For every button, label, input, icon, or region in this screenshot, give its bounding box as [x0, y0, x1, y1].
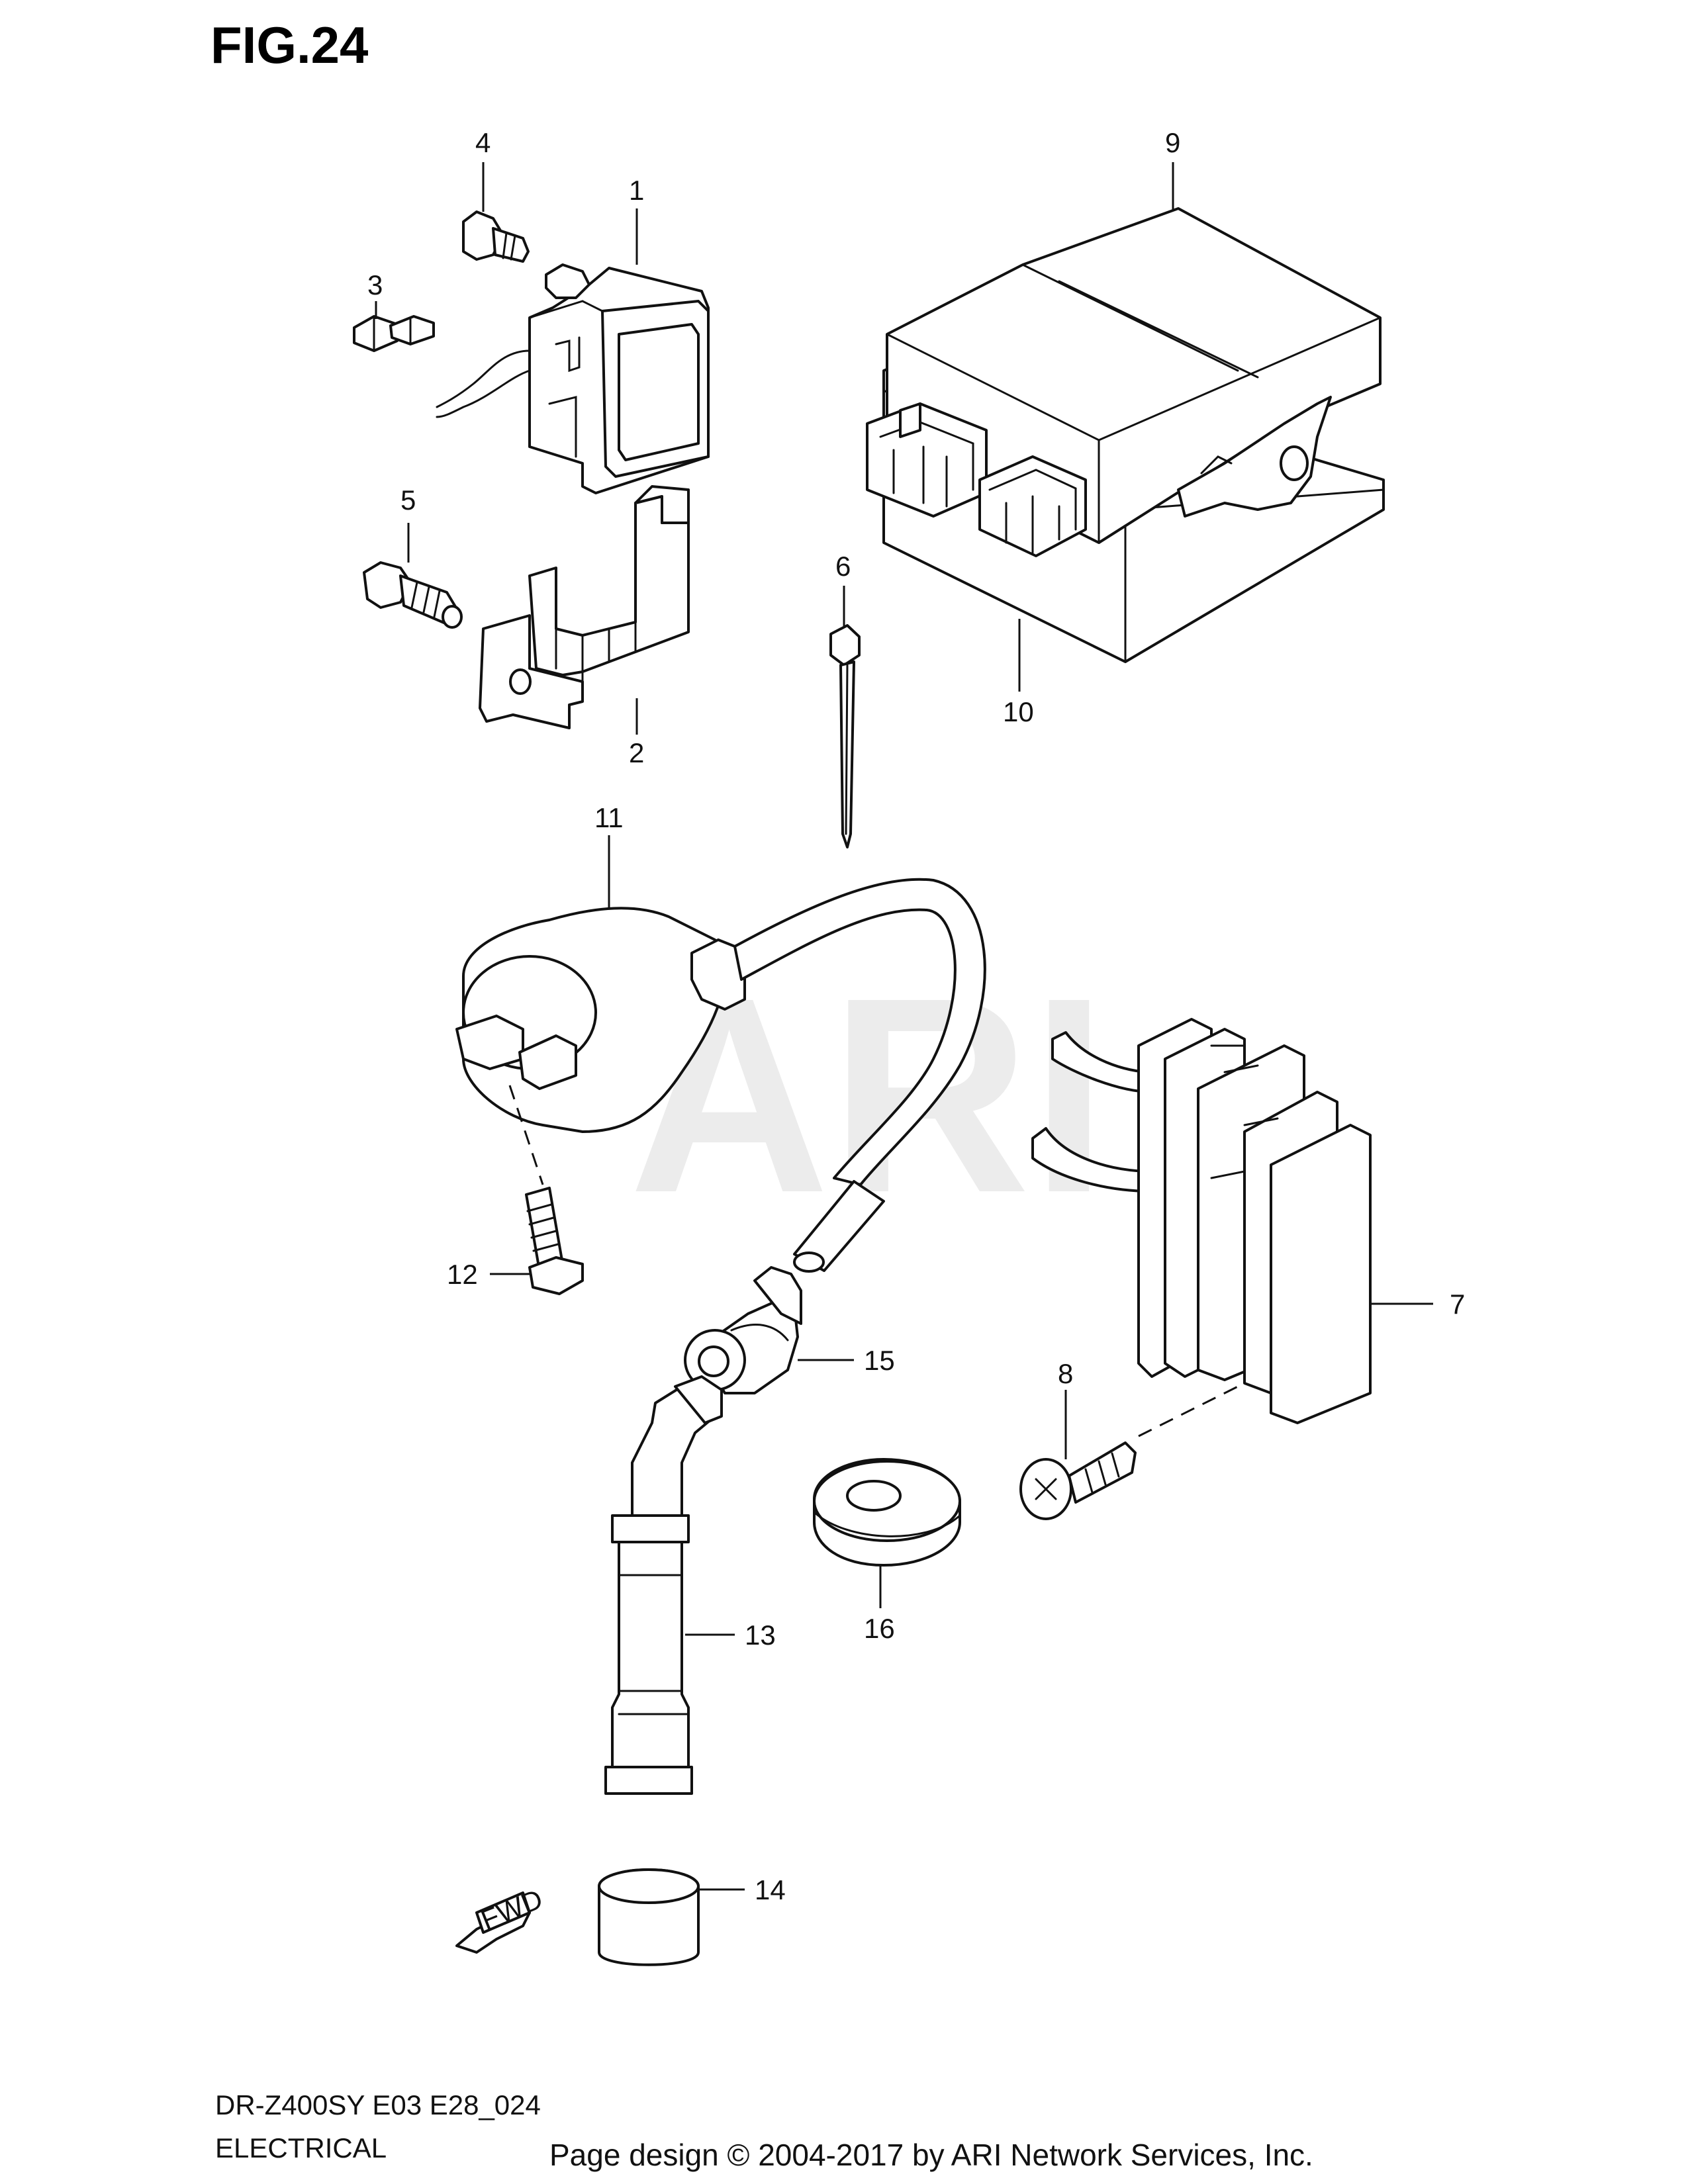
callout-2: 2 — [629, 737, 644, 768]
part-5-bolt — [363, 561, 463, 629]
callout-10: 10 — [1003, 696, 1034, 727]
fwd-arrow-icon: FWD — [455, 1883, 547, 1954]
callout-4: 4 — [475, 127, 491, 158]
part-1-relay — [436, 263, 710, 494]
part-6-cable-tie — [829, 624, 861, 848]
part-11-ignition-coil — [455, 878, 986, 1273]
section-name: ELECTRICAL — [215, 2132, 387, 2163]
callout-3: 3 — [367, 269, 383, 300]
callout-5: 5 — [400, 484, 416, 516]
figure-title: FIG.24 — [211, 16, 368, 74]
callout-16: 16 — [864, 1613, 895, 1644]
part-3-connector — [353, 315, 435, 352]
callout-1: 1 — [629, 175, 644, 206]
part-13-plug-cap — [604, 1375, 723, 1795]
part-2-bracket — [479, 485, 690, 729]
callout-7: 7 — [1450, 1289, 1465, 1320]
part-14-cap — [598, 1868, 700, 1966]
callout-12: 12 — [447, 1259, 478, 1290]
callout-6: 6 — [835, 551, 851, 582]
callout-15: 15 — [864, 1345, 895, 1376]
part-9-cdi-unit — [866, 207, 1382, 557]
part-4-bolt — [462, 210, 530, 263]
part-7-regulator — [1031, 1018, 1372, 1424]
part-15-boot — [684, 1266, 802, 1394]
callout-9: 9 — [1165, 127, 1180, 158]
part-16-grommet — [813, 1458, 961, 1567]
callout-8: 8 — [1058, 1358, 1073, 1389]
callout-11: 11 — [594, 802, 624, 833]
part-12-bolt — [525, 1187, 584, 1295]
model-code: DR-Z400SY E03 E28_024 — [215, 2089, 541, 2120]
callout-13: 13 — [745, 1619, 776, 1651]
copyright-notice: Page design © 2004-2017 by ARI Network S… — [549, 2138, 1313, 2172]
part-8-screw — [1019, 1441, 1137, 1520]
callout-14: 14 — [755, 1874, 786, 1905]
